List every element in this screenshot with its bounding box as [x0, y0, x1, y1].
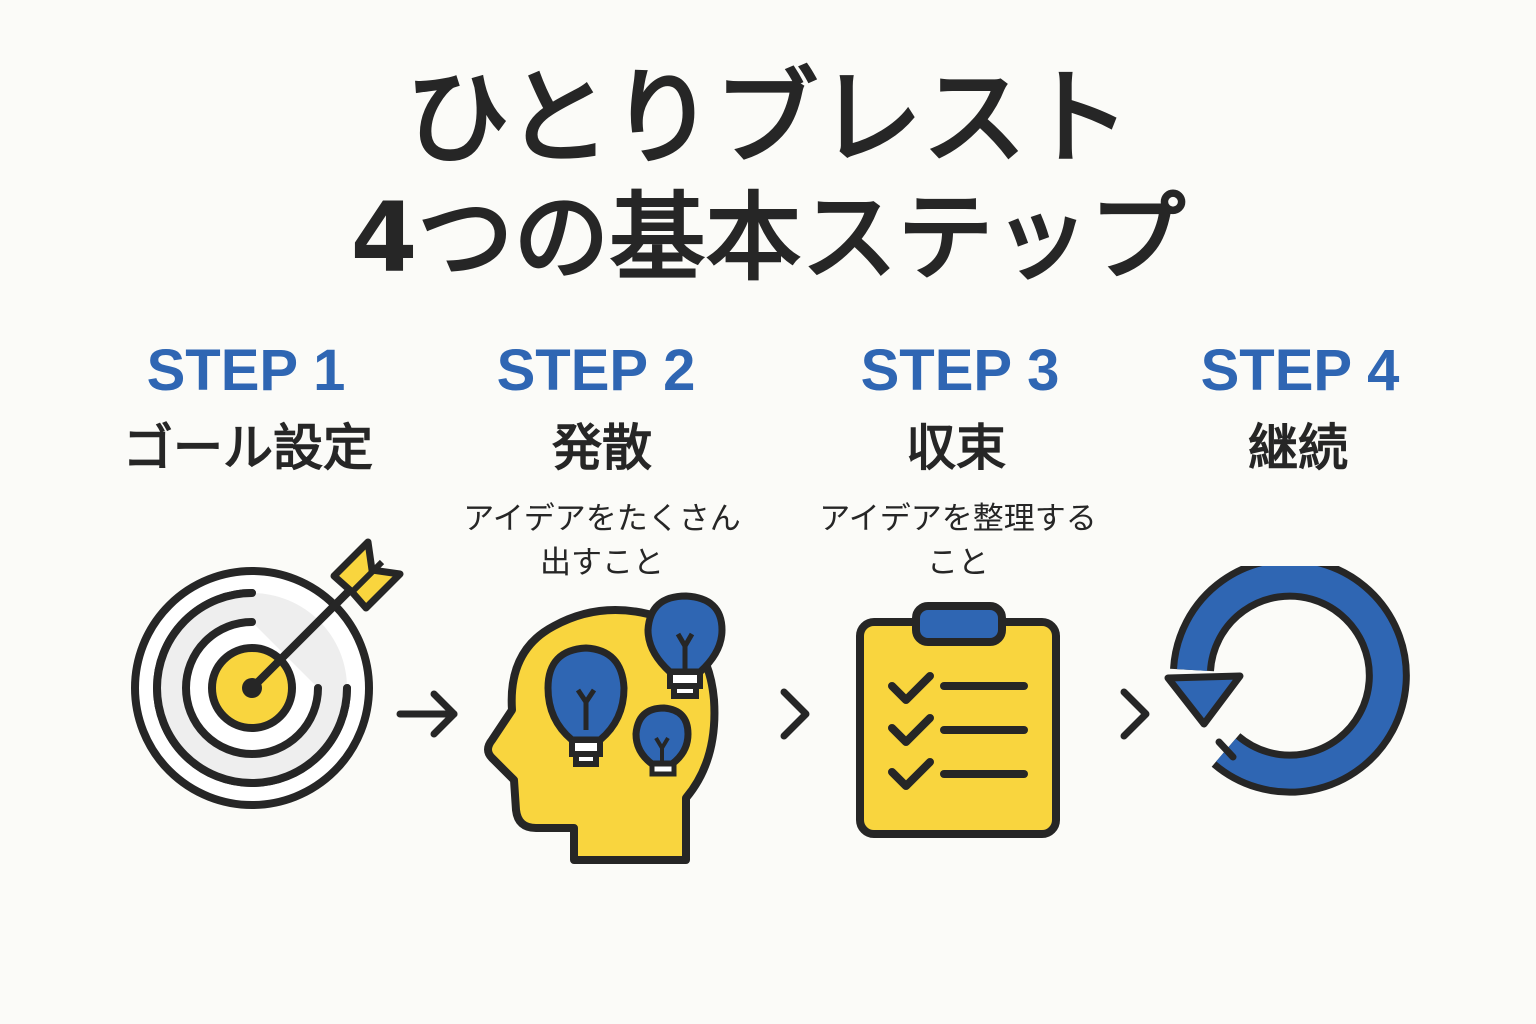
step-2-description: アイデアをたくさん 出すこと [442, 497, 762, 585]
chevron-right-icon [1120, 688, 1150, 740]
head-lightbulbs-icon [484, 592, 726, 864]
lightbulb-icon [644, 592, 726, 699]
step-1-label: STEP 1 [146, 338, 346, 403]
step-2-name: 発散 [552, 419, 652, 477]
step-2-description-line-2: 出すこと [540, 545, 664, 581]
step-3-description-line-2: こと [927, 545, 989, 581]
step-1-name: ゴール設定 [123, 419, 373, 477]
step-4-label: STEP 4 [1200, 338, 1400, 403]
step-2-description-line-1: アイデアをたくさん [463, 501, 741, 537]
step-3-description-line-1: アイデアを整理する [819, 501, 1097, 537]
chevron-right-icon [780, 688, 810, 740]
page-subtitle: 4つの基本ステップ [350, 182, 1186, 294]
step-4-name: 継続 [1248, 419, 1348, 477]
arrow-right-icon [396, 690, 458, 738]
step-3-label: STEP 3 [860, 338, 1060, 403]
clipboard-checklist-icon [856, 602, 1060, 838]
page-title: ひとりブレスト [405, 57, 1131, 179]
target-icon [131, 538, 404, 809]
step-3-name: 収束 [906, 419, 1006, 477]
step-3-description: アイデアを整理する こと [798, 497, 1118, 585]
lightbulb-icon [544, 644, 628, 767]
step-2-label: STEP 2 [496, 338, 696, 403]
cycle-arrow-icon [1164, 566, 1410, 796]
lightbulb-icon [632, 704, 692, 777]
